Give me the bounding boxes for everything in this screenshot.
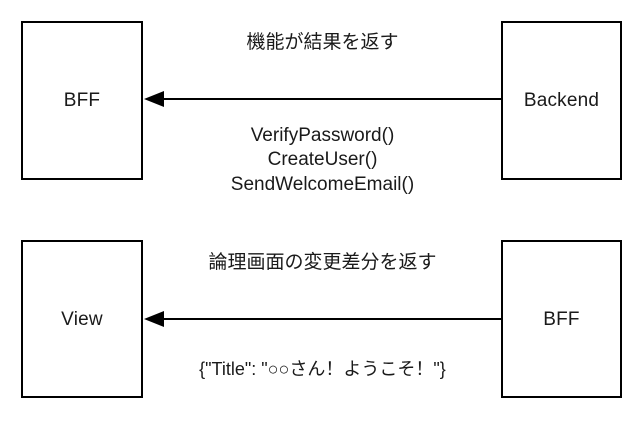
node-label: View [61, 308, 103, 330]
node-bff-top[interactable]: BFF [21, 21, 143, 180]
arrow-backend-to-bff [144, 87, 501, 111]
arrowhead-left-icon [144, 311, 164, 327]
method-call-line: CreateUser() [267, 149, 378, 171]
edge-label-json-payload: {"Title": "○○さん！ようこそ！"} [199, 359, 446, 379]
method-call-line: SendWelcomeEmail() [230, 173, 415, 195]
arrow-line [154, 318, 501, 320]
node-label: BFF [543, 308, 580, 330]
edge-label-return-result: 機能が結果を返す [246, 32, 399, 53]
edge-label-method-list: VerifyPassword() CreateUser() SendWelcom… [144, 124, 501, 197]
arrow-line [154, 98, 501, 100]
arrow-bff-to-view [144, 307, 501, 331]
node-label: Backend [523, 90, 600, 111]
node-label: BFF [63, 90, 101, 111]
edge-label-return-diff: 論理画面の変更差分を返す [208, 252, 437, 273]
node-view[interactable]: View [21, 240, 143, 398]
node-bff-bottom[interactable]: BFF [501, 240, 622, 398]
method-call-line: VerifyPassword() [250, 125, 395, 146]
node-backend[interactable]: Backend [501, 21, 622, 180]
arrowhead-left-icon [144, 91, 164, 107]
